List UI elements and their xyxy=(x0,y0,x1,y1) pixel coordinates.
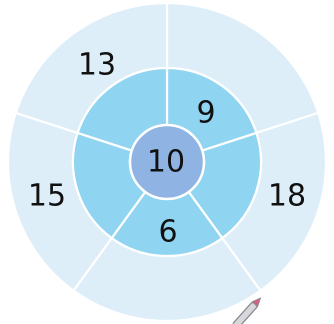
outer-value-left: 15 xyxy=(28,179,66,214)
inner-value-top-right: 9 xyxy=(196,96,215,131)
inner-value-bottom: 6 xyxy=(158,215,177,250)
outer-value-top-left: 13 xyxy=(78,48,116,83)
center-value: 10 xyxy=(147,145,185,180)
outer-value-right: 18 xyxy=(268,179,306,214)
